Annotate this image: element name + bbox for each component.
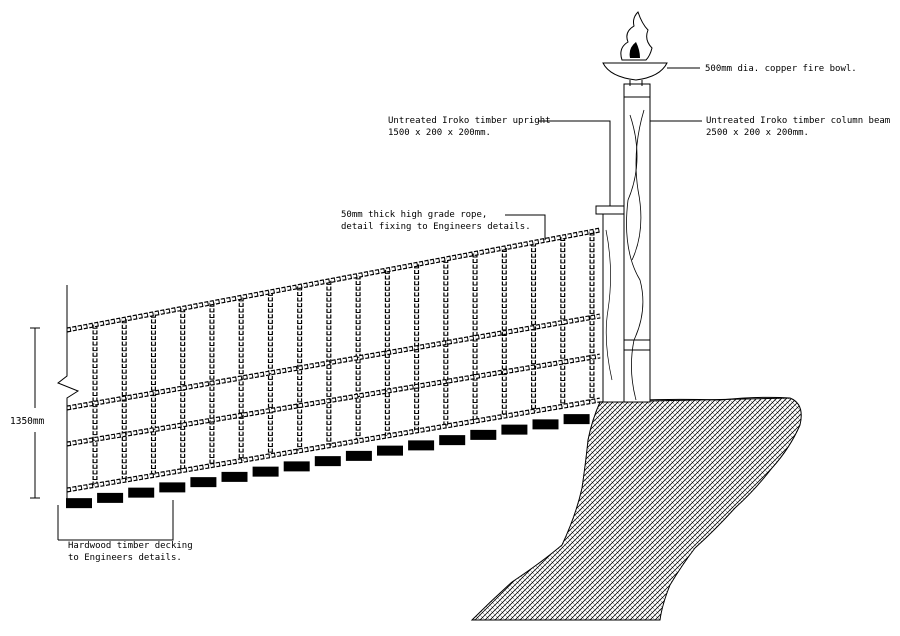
- decking-board: [345, 450, 372, 461]
- decking-board: [221, 471, 248, 482]
- decking-board: [408, 440, 435, 451]
- break-line: [57, 285, 80, 508]
- rope-rail: [66, 397, 601, 493]
- dimension-label: 1350mm: [10, 416, 45, 427]
- decking-note-line2: to Engineers details.: [68, 553, 182, 563]
- decking-board: [159, 482, 186, 493]
- height-dimension: [30, 327, 40, 499]
- rope-rail: [66, 313, 601, 411]
- rope-rail: [66, 227, 601, 333]
- decking-board: [501, 424, 528, 435]
- decking-board: [190, 477, 217, 488]
- rope-leader: [505, 214, 546, 240]
- timber-decking: [66, 414, 590, 509]
- decking-board: [532, 419, 559, 430]
- rope-note-line2: detail fixing to Engineers details.: [341, 222, 531, 232]
- decking-board: [283, 461, 310, 472]
- cliff-ground: [470, 397, 802, 621]
- fire-bowl: [602, 11, 668, 86]
- decking-board: [470, 429, 497, 440]
- decking-leader: [57, 500, 174, 541]
- decking-board: [439, 435, 466, 446]
- upright-note-line2: 1500 x 200 x 200mm.: [388, 128, 491, 138]
- decking-board: [563, 414, 590, 425]
- rope-note-line1: 50mm thick high grade rope,: [341, 210, 487, 220]
- decking-board: [97, 492, 124, 503]
- column-beam: [603, 83, 651, 403]
- decking-board: [314, 456, 341, 467]
- upright-leader: [538, 120, 611, 206]
- rope-rail: [66, 353, 601, 447]
- decking-board: [252, 466, 279, 477]
- timber-upright: [595, 205, 625, 403]
- decking-board: [66, 498, 92, 509]
- fire-bowl-note: 500mm dia. copper fire bowl.: [705, 64, 857, 74]
- decking-board: [377, 445, 403, 456]
- upright-note-line1: Untreated Iroko timber upright: [388, 116, 551, 126]
- column-note-line2: 2500 x 200 x 200mm.: [706, 128, 809, 138]
- decking-board: [128, 487, 155, 498]
- rope-net: [66, 227, 601, 493]
- decking-note-line1: Hardwood timber decking: [68, 541, 193, 551]
- column-note-line1: Untreated Iroko timber column beam: [706, 116, 890, 126]
